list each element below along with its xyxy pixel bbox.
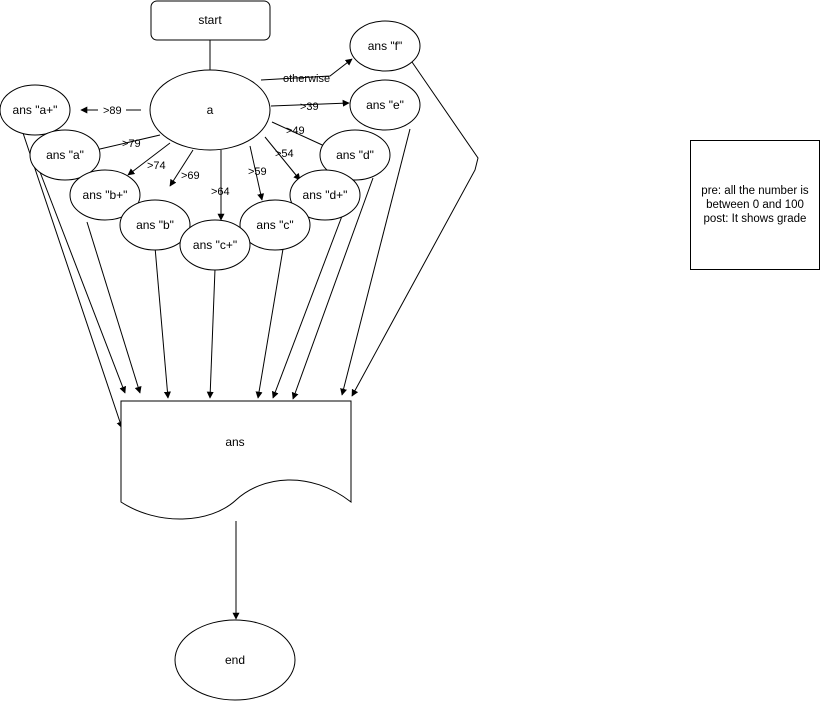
note-line-1: pre: all the number is [701, 185, 809, 197]
ans-aplus-node-shape [0, 84, 71, 136]
edge-label-gt59: >59 [248, 166, 267, 178]
edge-label-gt69: >69 [181, 170, 200, 182]
edge-a-to-ans-dplus [264, 136, 301, 181]
end-node-shape [174, 619, 296, 701]
edge-ans-dplus-to-output [271, 215, 343, 399]
edge-ans-d-to-output [291, 177, 374, 400]
ans-d-node-shape [319, 129, 391, 181]
edge-label-gt39: >39 [300, 101, 319, 113]
ans-a-node[interactable]: ans "a" [29, 129, 101, 181]
edge-label-gt89: >89 [103, 105, 122, 117]
ans-c-node[interactable]: ans "c" [239, 199, 311, 251]
edge-ans-cplus-to-output [206, 268, 216, 399]
ans-dplus-node-shape [289, 169, 361, 221]
edge-label-gt54: >54 [275, 148, 294, 160]
decision-node-a-shape [149, 69, 271, 151]
output-document-node[interactable]: ans [120, 400, 352, 520]
edge-a-to-ans-d [271, 121, 332, 150]
ans-aplus-node-label: ans "a+" [13, 103, 58, 117]
edge-ans-b-to-output [154, 246, 171, 399]
edge-a-to-ans-b [169, 149, 194, 187]
edge-ans-aplus-to-output [21, 129, 124, 429]
end-node[interactable]: end [174, 619, 296, 701]
ans-e-node-shape [349, 79, 421, 131]
decision-node-a[interactable]: a [149, 69, 271, 151]
ans-dplus-node[interactable]: ans "d+" [289, 169, 361, 221]
pre-post-condition-note[interactable]: pre: all the number is between 0 and 100… [690, 140, 820, 270]
note-line-3: post: It shows grade [703, 213, 807, 225]
ans-bplus-node-shape [69, 169, 141, 221]
edge-a-to-ans-c [249, 145, 265, 201]
nodes: start a ans "f" ans "e" ans "a+" ans "a" [0, 0, 421, 701]
ans-bplus-node-label: ans "b+" [83, 188, 128, 202]
end-node-label: end [225, 653, 245, 667]
ans-f-node[interactable]: ans "f" [349, 20, 421, 72]
ans-f-node-shape [349, 20, 421, 72]
ans-a-node-label: ans "a" [46, 148, 84, 162]
edges [21, 40, 479, 620]
edge-ans-bplus-to-output [86, 221, 142, 394]
ans-b-node[interactable]: ans "b" [119, 199, 191, 251]
edge-a-to-ans-bplus [127, 142, 171, 176]
ans-b-node-label: ans "b" [136, 218, 174, 232]
edge-label-otherwise: otherwise [283, 73, 330, 85]
edge-ans-f-to-output [351, 61, 479, 397]
edge-a-to-ans-f [260, 58, 353, 81]
ans-aplus-node[interactable]: ans "a+" [0, 84, 71, 136]
edge-label-gt79: >79 [122, 138, 141, 150]
ans-d-node-label: ans "d" [336, 148, 374, 162]
ans-bplus-node[interactable]: ans "b+" [69, 169, 141, 221]
ans-f-node-label: ans "f" [368, 39, 403, 53]
edge-ans-e-to-output [340, 128, 411, 396]
edge-label-gt64: >64 [211, 186, 230, 198]
output-document-shape [120, 400, 352, 520]
edge-label-gt49: >49 [286, 125, 305, 137]
decision-node-a-label: a [207, 103, 214, 117]
ans-cplus-node[interactable]: ans "c+" [179, 219, 251, 271]
edge-label-gt74: >74 [147, 160, 166, 172]
ans-dplus-node-label: ans "d+" [303, 188, 348, 202]
ans-c-node-label: ans "c" [256, 218, 293, 232]
output-document-label: ans [225, 435, 244, 449]
ans-cplus-node-label: ans "c+" [193, 238, 237, 252]
start-node[interactable]: start [150, 0, 271, 41]
edge-a-to-ans-e [270, 99, 350, 107]
note-line-2: between 0 and 100 [706, 199, 804, 211]
start-node-shape [150, 0, 271, 41]
edge-labels: >89 >79 >74 >69 >64 >59 >54 >49 >39 othe… [103, 73, 330, 198]
ans-b-node-shape [119, 199, 191, 251]
start-node-label: start [198, 13, 222, 27]
ans-e-node-label: ans "e" [366, 98, 404, 112]
ans-a-node-shape [29, 129, 101, 181]
ans-c-node-shape [239, 199, 311, 251]
edge-ans-c-to-output [255, 248, 284, 399]
ans-e-node[interactable]: ans "e" [349, 79, 421, 131]
edge-ans-a-to-output [39, 171, 127, 394]
ans-d-node[interactable]: ans "d" [319, 129, 391, 181]
ans-cplus-node-shape [179, 219, 251, 271]
